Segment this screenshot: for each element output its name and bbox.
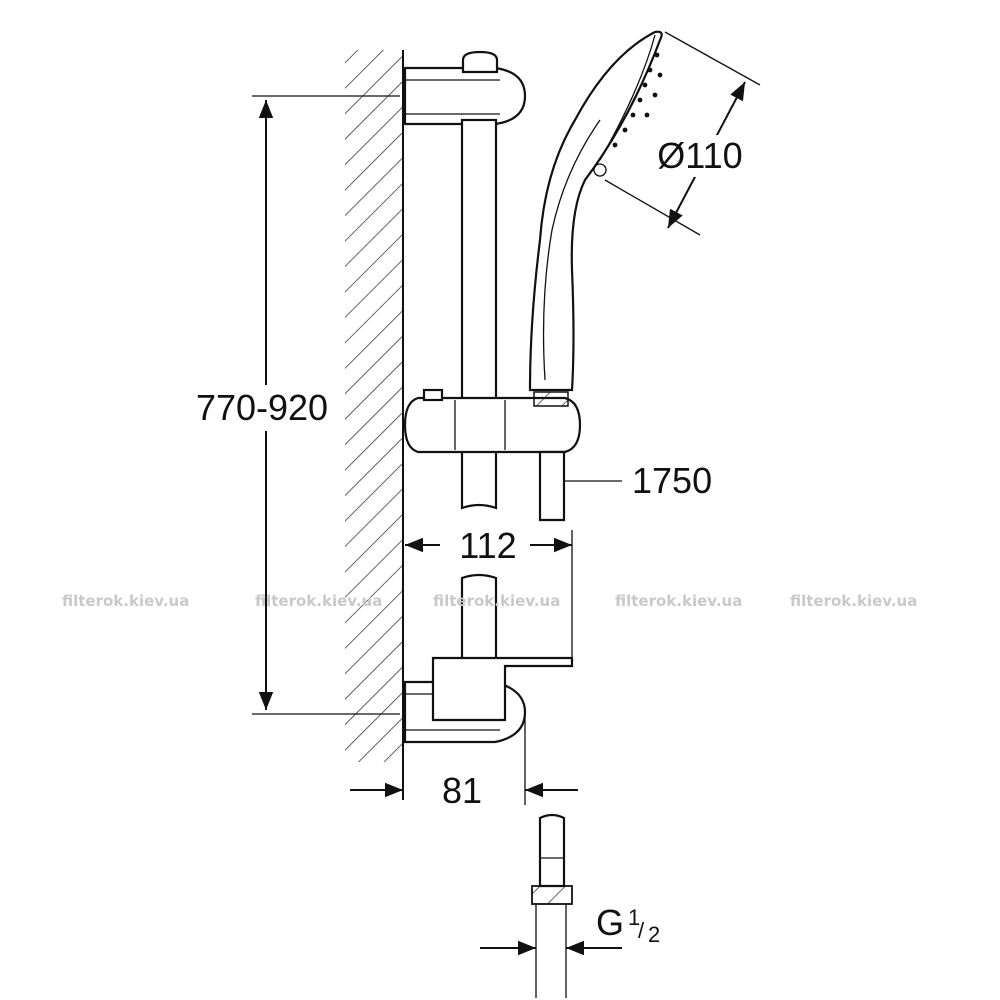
rail-stub-upper (460, 443, 498, 510)
soap-dish (431, 656, 574, 722)
wall-hatching (345, 50, 403, 762)
hand-shower (528, 30, 663, 407)
thread-denominator: 2 (648, 922, 660, 947)
diameter-dimension: Ø110 (604, 31, 761, 236)
slider-screw (422, 388, 444, 402)
hose-upper (538, 450, 566, 522)
height-range-label: 770-920 (196, 387, 328, 428)
height-dimension: 770-920 (190, 95, 400, 715)
spray-toggle-knob (593, 163, 607, 177)
shower-handle-grip (533, 391, 569, 407)
spray-nozzles (612, 52, 663, 148)
hose-lower (538, 813, 566, 888)
hose-length-dimension: 1750 (564, 460, 712, 501)
thread-main-label: G (596, 902, 624, 943)
wall (345, 50, 404, 800)
watermark: filterok.kiev.ua (62, 592, 189, 610)
hose-nut (531, 885, 573, 905)
bar-offset-label: 112 (459, 525, 516, 566)
watermark: filterok.kiev.ua (255, 592, 382, 610)
watermarks: filterok.kiev.ua filterok.kiev.ua filter… (62, 592, 917, 610)
top-bracket-screw (461, 50, 499, 74)
wall-offset-label: 81 (442, 770, 482, 811)
top-wall-bracket (403, 50, 527, 126)
hose-end-fitting (480, 813, 622, 998)
watermark: filterok.kiev.ua (433, 592, 560, 610)
thread-label: G 1 / 2 (596, 902, 660, 947)
offset-112-dimension: 112 (405, 525, 573, 660)
offset-81-dimension: 81 (350, 712, 578, 811)
rail-stub-lower (460, 573, 498, 662)
watermark: filterok.kiev.ua (615, 592, 742, 610)
watermark: filterok.kiev.ua (790, 592, 917, 610)
rail-upper (460, 118, 498, 402)
thread-numerator: 1 (628, 905, 640, 930)
hose-length-label: 1750 (632, 460, 712, 501)
thread-slash: / (638, 918, 645, 943)
head-diameter-label: Ø110 (657, 135, 742, 176)
